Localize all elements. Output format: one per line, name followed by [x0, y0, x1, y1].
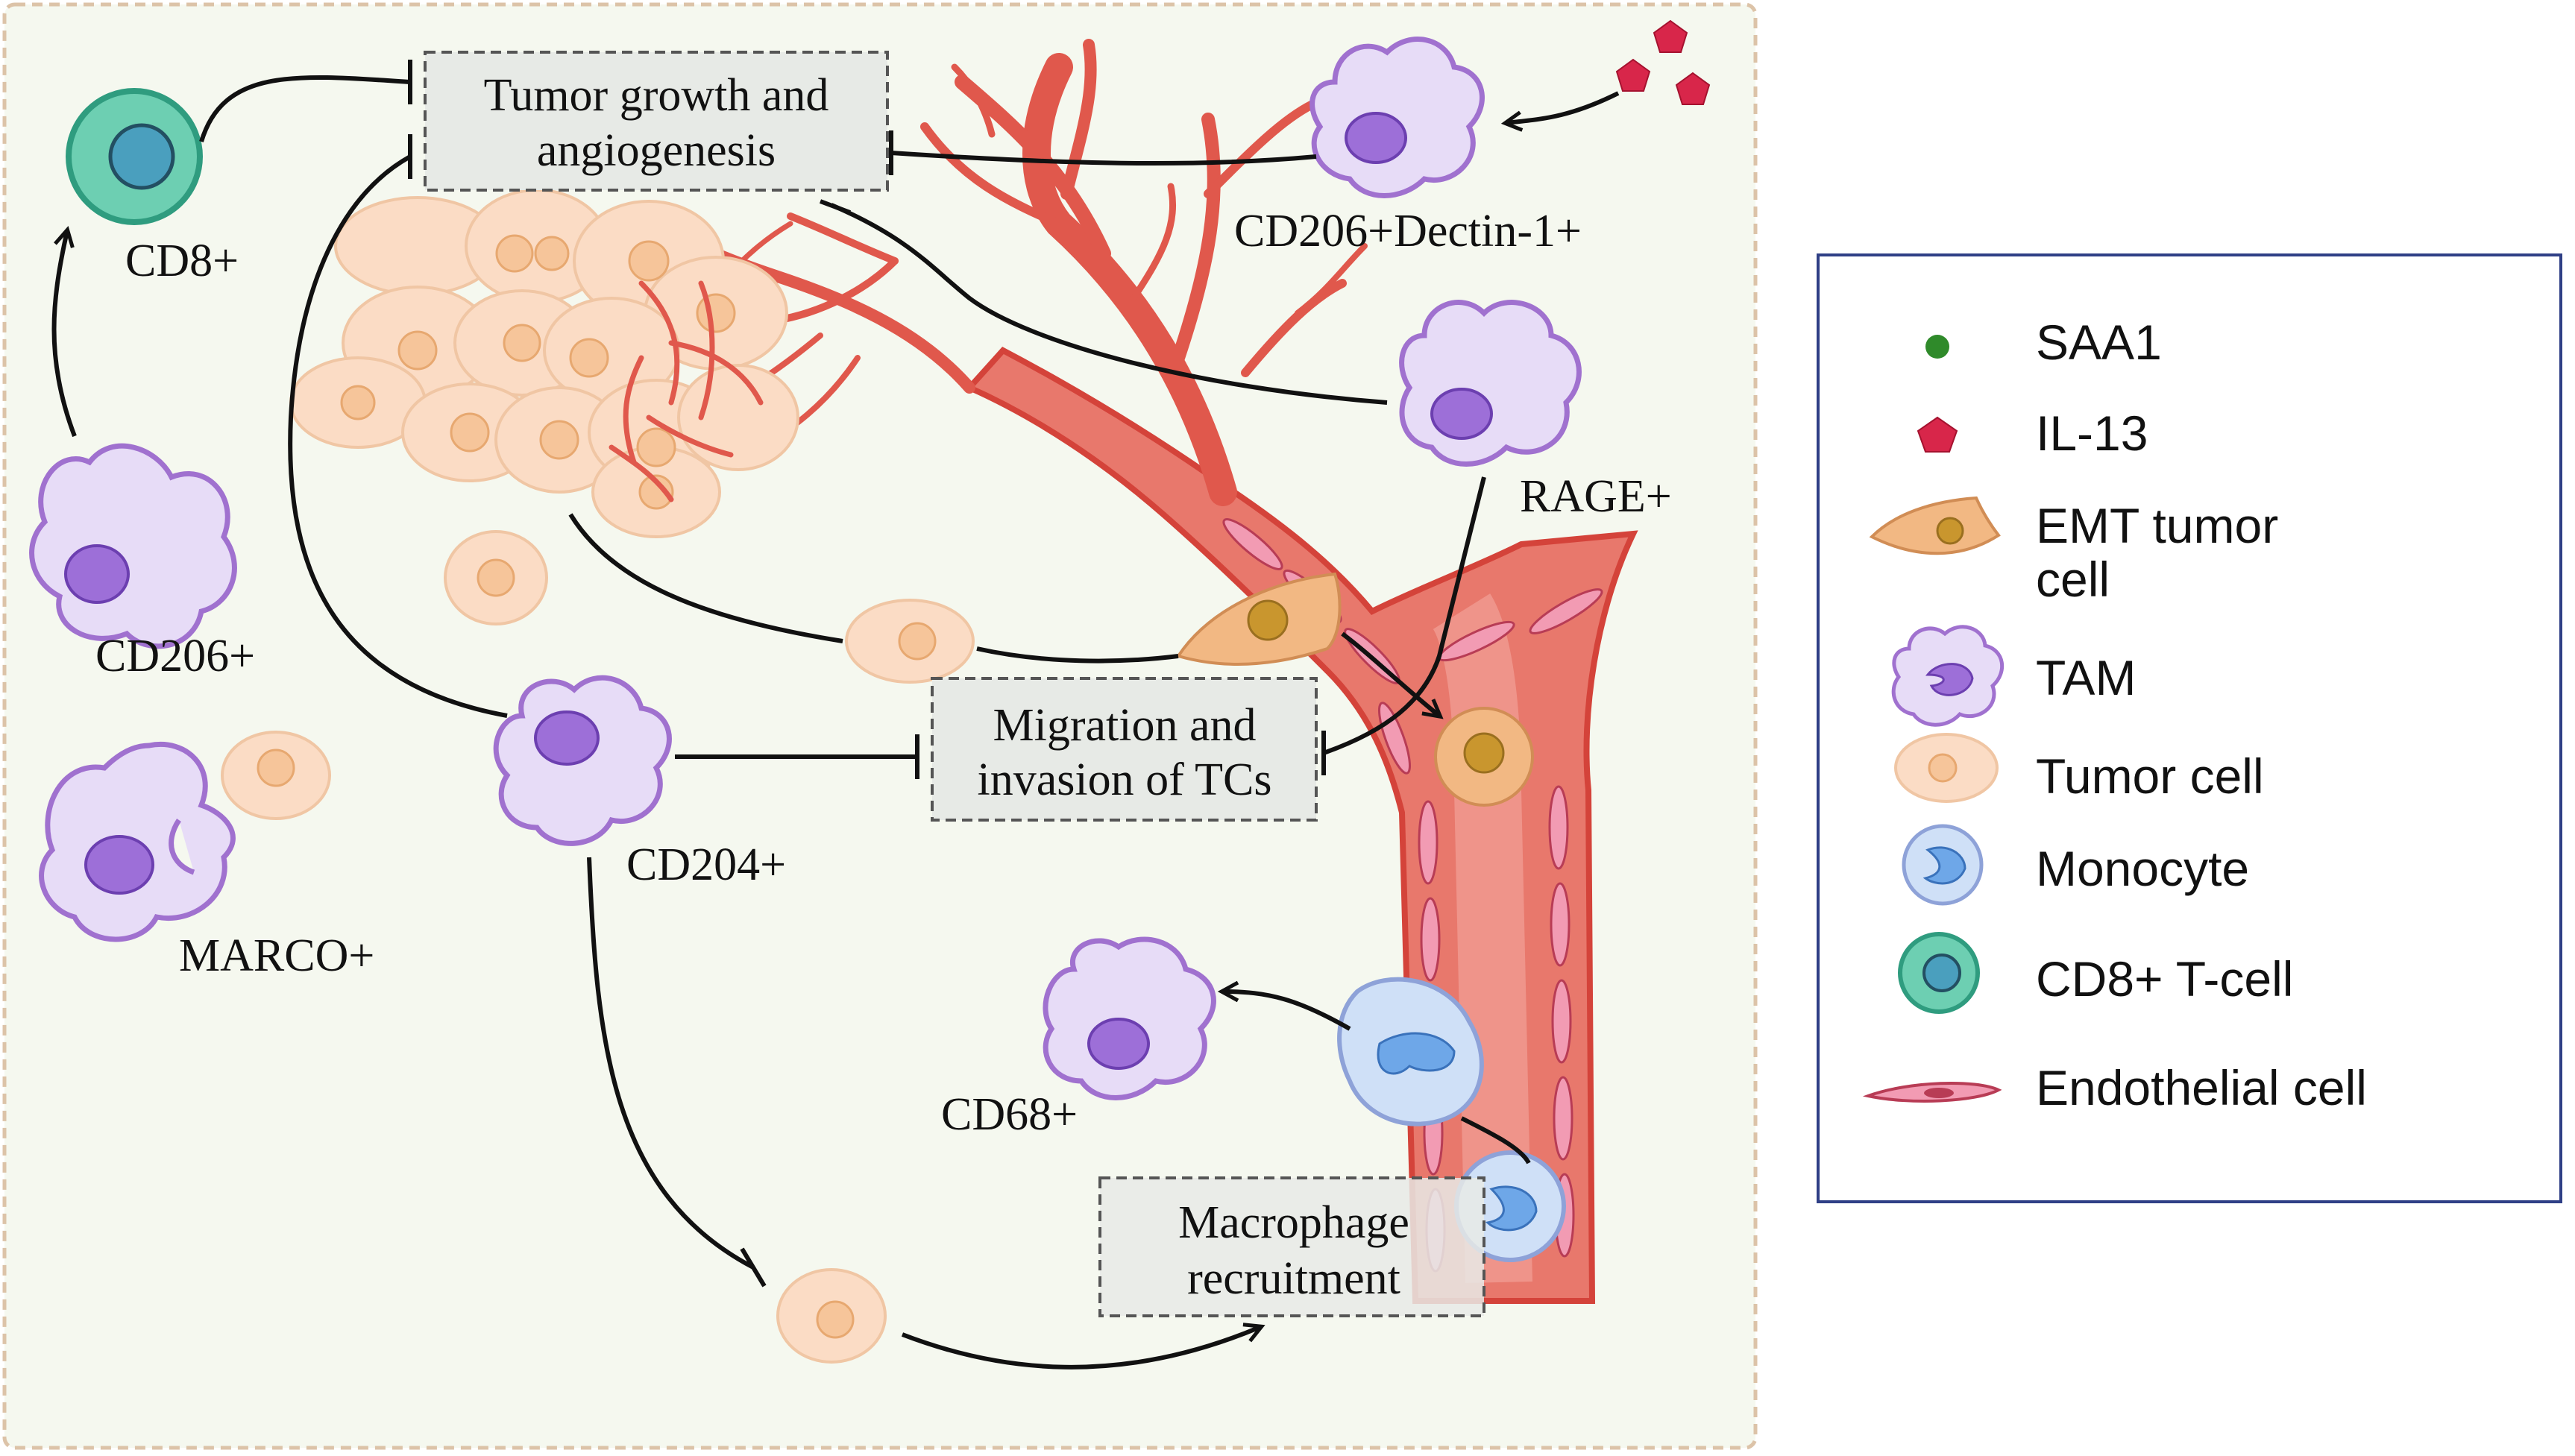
cd206-label: CD206+ — [95, 631, 255, 681]
legend-label-cd8: CD8+ T-cell — [2036, 951, 2293, 1006]
legend-label-emt-2: cell — [2036, 552, 2110, 607]
tumor-growth-line1: Tumor growth and — [484, 70, 829, 121]
cd8-t-cell — [66, 88, 203, 225]
endothelial-cell-icon — [1862, 1081, 2002, 1103]
cd68-macrophage — [1043, 936, 1216, 1100]
tumor-growth-box: Tumor growth and angiogenesis — [424, 51, 889, 192]
tumor-cell — [845, 599, 975, 684]
cd206-dectin-macrophage — [1309, 37, 1485, 198]
recruitment-line2: recruitment — [1187, 1253, 1400, 1304]
tumor-cell — [444, 530, 548, 625]
migration-line1: Migration and — [993, 700, 1257, 751]
legend-label-tumor-cell: Tumor cell — [2036, 749, 2264, 804]
tumor-cell — [776, 1268, 887, 1364]
cd8-label: CD8+ — [125, 236, 239, 286]
emt-tumor-cell-icon — [1869, 496, 2001, 555]
recruitment-line1: Macrophage — [1178, 1197, 1409, 1248]
cd204-macrophage — [493, 675, 672, 846]
monocyte-icon — [1902, 824, 1984, 906]
legend-label-tam: TAM — [2036, 650, 2136, 705]
tumor-growth-line2: angiogenesis — [537, 125, 776, 176]
tumor-nuclei — [340, 234, 736, 510]
cd206-macrophage — [29, 443, 237, 649]
tam-icon — [1891, 625, 2005, 727]
cd204-label: CD204+ — [626, 839, 786, 890]
marco-label: MARCO+ — [179, 930, 374, 981]
marco-macrophage — [39, 742, 236, 942]
legend-label-endothelial: Endothelial cell — [2036, 1060, 2367, 1115]
legend-label-monocyte: Monocyte — [2036, 841, 2249, 896]
il13-molecules — [1615, 19, 1711, 105]
cd8-t-cell-icon — [1898, 932, 1980, 1014]
legend-label-il13: IL-13 — [2036, 406, 2148, 461]
migration-box: Migration and invasion of TCs — [931, 677, 1318, 822]
legend-frame — [1817, 253, 2562, 1203]
saa1-dot-icon — [1925, 335, 1949, 359]
tumor-vasculature — [609, 280, 764, 502]
emt-tumor-cell — [1175, 572, 1342, 666]
rage-label: RAGE+ — [1520, 471, 1672, 522]
tumor-cell-icon — [1894, 733, 1999, 803]
tumor-cell — [221, 731, 331, 820]
legend: SAA1 IL-13 EMT tumor cell TAM Tumor cell… — [1817, 253, 2562, 1203]
migration-line2: invasion of TCs — [978, 754, 1272, 805]
pathway-connectors — [51, 60, 1620, 1370]
rage-macrophage — [1399, 300, 1582, 467]
recruitment-box: Macrophage recruitment — [1098, 1176, 1485, 1317]
cd68-label: CD68+ — [941, 1089, 1078, 1140]
tumor-mass — [289, 189, 799, 538]
legend-label-saa1: SAA1 — [2036, 315, 2162, 370]
legend-label-emt-1: EMT tumor — [2036, 498, 2278, 553]
il13-pentagon-icon — [1917, 416, 1958, 453]
monocyte — [1337, 977, 1484, 1126]
cd206-dectin-label: CD206+Dectin-1+ — [1234, 206, 1582, 256]
emt-tumor-cell — [1434, 707, 1534, 807]
